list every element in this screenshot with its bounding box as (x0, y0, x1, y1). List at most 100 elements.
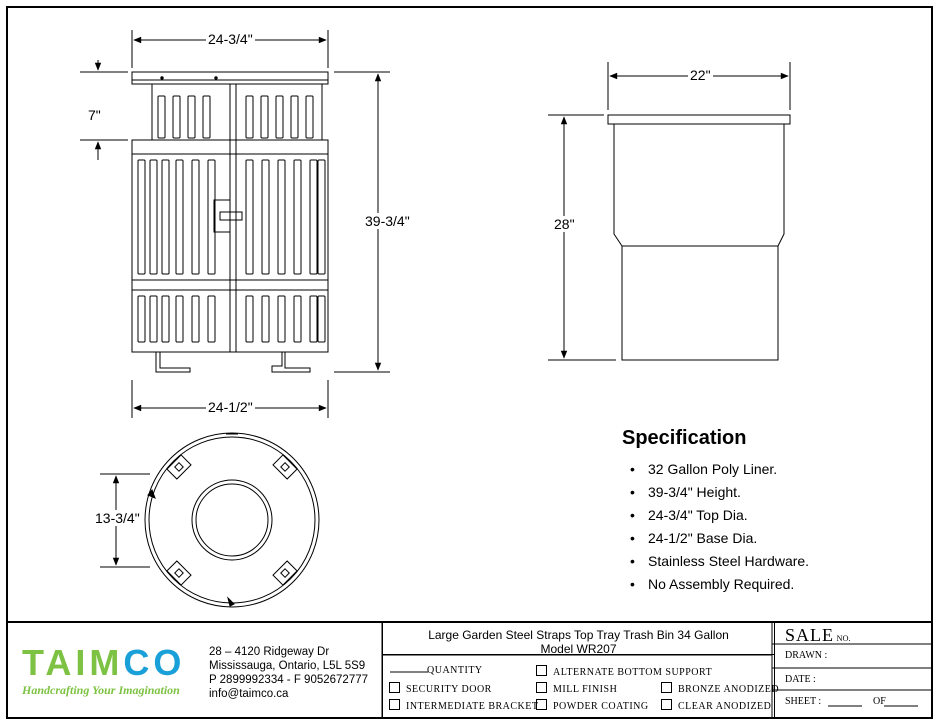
product-title: Large Garden Steel Straps Top Tray Trash… (428, 628, 729, 642)
quantity-label: QUANTITY (427, 665, 483, 676)
strap-slot (290, 95, 299, 139)
strap-slot (161, 159, 170, 275)
dim-liner-height: 28" (552, 216, 577, 232)
sale-label: SALE (785, 625, 834, 645)
strap-slot (317, 159, 326, 275)
strap-slot (275, 95, 284, 139)
drawn-row: DRAWN : (773, 650, 931, 670)
strap-slot (293, 295, 302, 343)
spec-item: 39-3/4" Height. (622, 481, 922, 504)
strap-slot (277, 295, 286, 343)
strap-slot (305, 95, 314, 139)
sale-no-label: NO. (836, 634, 851, 643)
title-block-lines (381, 622, 931, 717)
dim-base-width: 24-1/2" (206, 399, 255, 415)
logo-part-green-2: AIM (45, 642, 124, 683)
strap-slot (309, 295, 318, 343)
company-address: 28 – 4120 Ridgeway Dr Mississauga, Ontar… (209, 645, 368, 701)
plan-view (144, 432, 320, 608)
strap-slot (202, 95, 211, 139)
dim-top-height: 7" (86, 107, 103, 123)
phone-fax: P 2899992334 - F 9052672777 (209, 674, 369, 686)
option-intermediate-bracket[interactable]: INTERMEDIATE BRACKET (389, 699, 539, 712)
title-box: Large Garden Steel Straps Top Tray Trash… (382, 623, 779, 719)
strap-slot (261, 159, 270, 275)
strap-slot (187, 95, 196, 139)
logo-part-blue: CO (123, 642, 186, 683)
of-label: OF (873, 696, 886, 707)
strap-slot (261, 295, 270, 343)
strap-slot (277, 159, 286, 275)
strap-slot (207, 295, 216, 343)
checkbox[interactable] (536, 665, 547, 676)
email: info@taimco.ca (209, 688, 289, 700)
option-clear-anodized[interactable]: CLEAR ANODIZED (661, 699, 771, 712)
strap-slot (245, 295, 254, 343)
spec-item: No Assembly Required. (622, 573, 922, 596)
dim-total-height: 39-3/4" (363, 213, 412, 229)
strap-slot (293, 159, 302, 275)
title-block: TAIMCO Handcrafting Your Imagination 28 … (8, 621, 931, 719)
specification-panel: Specification 32 Gallon Poly Liner. 39-3… (622, 427, 922, 596)
strap-slot (317, 295, 326, 343)
checkbox[interactable] (536, 699, 547, 710)
option-label: CLEAR ANODIZED (678, 701, 772, 712)
spec-item: Stainless Steel Hardware. (622, 550, 922, 573)
option-label: MILL FINISH (553, 684, 618, 695)
approval-box: SALE NO. DRAWN : DATE : SHEET : OF (773, 623, 931, 719)
option-label: SECURITY DOOR (406, 684, 492, 695)
date-row: DATE : (773, 674, 931, 694)
checkbox[interactable] (389, 682, 400, 693)
option-mill-finish[interactable]: MILL FINISH (536, 682, 617, 695)
front-elevation (131, 71, 329, 373)
strap-slot (137, 159, 146, 275)
dim-plan-diameter: 13-3/4" (93, 510, 142, 526)
option-label: ALTERNATE BOTTOM SUPPORT (553, 667, 713, 678)
checkbox[interactable] (536, 682, 547, 693)
front-dimension-lines (80, 30, 390, 418)
spec-item: 24-3/4" Top Dia. (622, 504, 922, 527)
strap-slot (149, 159, 158, 275)
strap-slot (207, 159, 216, 275)
specification-list: 32 Gallon Poly Liner. 39-3/4" Height. 24… (622, 458, 922, 596)
product-title-block: Large Garden Steel Straps Top Tray Trash… (383, 623, 774, 656)
strap-slot (161, 295, 170, 343)
option-label: POWDER COATING (553, 701, 649, 712)
strap-slot (245, 95, 254, 139)
model-number: Model WR207 (540, 642, 617, 656)
checkbox[interactable] (661, 682, 672, 693)
checkbox[interactable] (389, 699, 400, 710)
front-slots (132, 95, 328, 343)
strap-slot (175, 295, 184, 343)
strap-slot (245, 159, 254, 275)
checkbox[interactable] (661, 699, 672, 710)
liner-elevation (607, 114, 791, 361)
option-alternate-bottom-support[interactable]: ALTERNATE BOTTOM SUPPORT (536, 665, 712, 678)
sheet-label: SHEET : (785, 696, 822, 707)
strap-slot (191, 159, 200, 275)
strap-slot (309, 159, 318, 275)
date-label: DATE : (785, 674, 816, 685)
spec-item: 24-1/2" Base Dia. (622, 527, 922, 550)
strap-slot (175, 159, 184, 275)
strap-slot (191, 295, 200, 343)
option-powder-coating[interactable]: POWDER COATING (536, 699, 649, 712)
strap-slot (172, 95, 181, 139)
option-label: INTERMEDIATE BRACKET (406, 701, 539, 712)
option-label: BRONZE ANODIZED (678, 684, 780, 695)
specification-heading: Specification (622, 427, 747, 449)
dim-top-width: 24-3/4" (206, 31, 255, 47)
strap-slot (157, 95, 166, 139)
address-line-1: 28 – 4120 Ridgeway Dr (209, 646, 330, 658)
logo-part-green-1: T (22, 642, 46, 683)
strap-slot (260, 95, 269, 139)
drawn-label: DRAWN : (785, 650, 828, 661)
sheet-row: SHEET : OF (773, 696, 931, 716)
strap-slot (149, 295, 158, 343)
sale-row: SALE NO. (773, 623, 931, 646)
option-bronze-anodized[interactable]: BRONZE ANODIZED (661, 682, 779, 695)
spec-item: 32 Gallon Poly Liner. (622, 458, 922, 481)
option-security-door[interactable]: SECURITY DOOR (389, 682, 492, 695)
strap-slot (137, 295, 146, 343)
